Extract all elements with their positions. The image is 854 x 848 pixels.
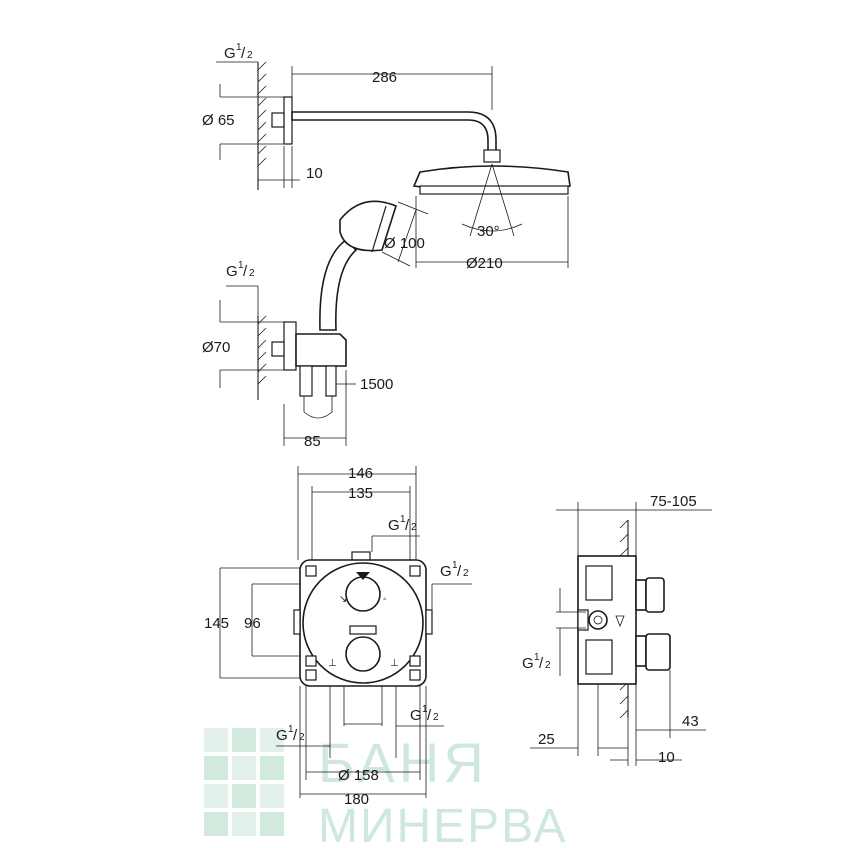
wall-flange <box>283 96 293 145</box>
arm-length-label: 286 <box>372 69 397 86</box>
inner-width-label: 135 <box>348 485 373 502</box>
svg-text:1: 1 <box>534 652 540 663</box>
side-view: 75-105 G 1 / 2 25 43 10 <box>522 493 712 766</box>
svg-text:/: / <box>243 263 248 280</box>
svg-text:2: 2 <box>411 522 417 533</box>
head-shower-view: 30° 286 Ø 65 G 1 / 2 10 Ø210 <box>202 42 571 272</box>
cover-plate <box>302 562 424 684</box>
svg-text:/: / <box>457 563 462 580</box>
outer-width-label: 146 <box>348 465 373 482</box>
hose-nut <box>299 365 313 397</box>
svg-text:G: G <box>410 707 422 724</box>
hand-shower-handle <box>319 238 358 331</box>
svg-text:G: G <box>226 263 238 280</box>
hose-length-label: 1500 <box>360 376 393 393</box>
svg-text:↘: ↘ <box>339 594 347 605</box>
svg-text:1: 1 <box>238 260 244 271</box>
watermark-mosaic <box>204 728 284 836</box>
diverter-knob <box>345 576 381 612</box>
svg-text:G: G <box>388 517 400 534</box>
svg-text:1: 1 <box>422 704 428 715</box>
svg-text:1: 1 <box>452 560 458 571</box>
body-offset-label: 25 <box>538 731 555 748</box>
svg-text:2: 2 <box>433 712 439 723</box>
watermark-line1: БАНЯ <box>318 731 488 794</box>
angle-arc <box>461 223 523 232</box>
projection-label: 85 <box>304 433 321 450</box>
thermostat-knob <box>345 636 381 672</box>
thread-label-4: G 1 / 2 <box>440 560 469 580</box>
thread-label-5: G 1 / 2 <box>410 704 439 724</box>
svg-text:2: 2 <box>545 660 551 671</box>
swivel-joint <box>483 149 501 163</box>
hand-shower-head <box>339 200 397 252</box>
svg-text:/: / <box>293 727 298 744</box>
svg-text:⊥: ⊥ <box>328 658 337 669</box>
install-depth-label: 75-105 <box>650 493 697 510</box>
plate-diameter-label: Ø 158 <box>338 767 379 784</box>
svg-text:2: 2 <box>247 50 253 61</box>
thread-label-7: G 1 / 2 <box>522 652 551 672</box>
plate-depth-label: 10 <box>658 749 675 766</box>
thread-label-1: G 1 / 2 <box>224 42 253 62</box>
thread-label-3: G 1 / 2 <box>388 514 417 534</box>
outer-height-label: 145 <box>204 615 229 632</box>
svg-text:2: 2 <box>249 268 255 279</box>
svg-text:◦: ◦ <box>383 594 387 605</box>
side-connector <box>588 610 608 630</box>
svg-text:2: 2 <box>463 568 469 579</box>
svg-text:1: 1 <box>288 724 294 735</box>
flange-diameter-label: Ø 65 <box>202 112 235 129</box>
side-handle-upper <box>645 577 665 613</box>
svg-text:G: G <box>522 655 534 672</box>
hand-shower-diameter-label: Ø 100 <box>384 235 425 252</box>
thread-label-2: G 1 / 2 <box>226 260 255 280</box>
watermark: БАНЯ МИНЕРВА <box>204 728 568 848</box>
wall-outlet-holder <box>295 333 347 367</box>
front-view: 146 135 G 1 / 2 ↘ ◦ <box>204 465 472 808</box>
inner-height-label: 96 <box>244 615 261 632</box>
svg-text:1: 1 <box>400 514 406 525</box>
svg-text:1: 1 <box>236 42 242 53</box>
hand-shower-view: Ø 100 1500 Ø70 G 1 / 2 <box>202 200 429 450</box>
svg-text:G: G <box>440 563 452 580</box>
handle-projection-label: 43 <box>682 713 699 730</box>
svg-text:/: / <box>427 707 432 724</box>
watermark-line2: МИНЕРВА <box>318 800 568 848</box>
svg-text:/: / <box>405 517 410 534</box>
plate-width-label: 180 <box>344 791 369 808</box>
flange-depth-label: 10 <box>306 165 323 182</box>
svg-text:/: / <box>241 45 246 62</box>
side-handle-lower <box>645 633 671 671</box>
thread-label-6: G 1 / 2 <box>276 724 305 744</box>
head-diameter-label: Ø210 <box>466 255 503 272</box>
svg-text:2: 2 <box>299 732 305 743</box>
shower-arm <box>291 111 497 153</box>
outlet-diameter-label: Ø70 <box>202 339 230 356</box>
svg-text:G: G <box>224 45 236 62</box>
spray-angle-label: 30° <box>477 223 500 240</box>
svg-text:/: / <box>539 655 544 672</box>
svg-text:⊥: ⊥ <box>390 658 399 669</box>
svg-text:G: G <box>276 727 288 744</box>
